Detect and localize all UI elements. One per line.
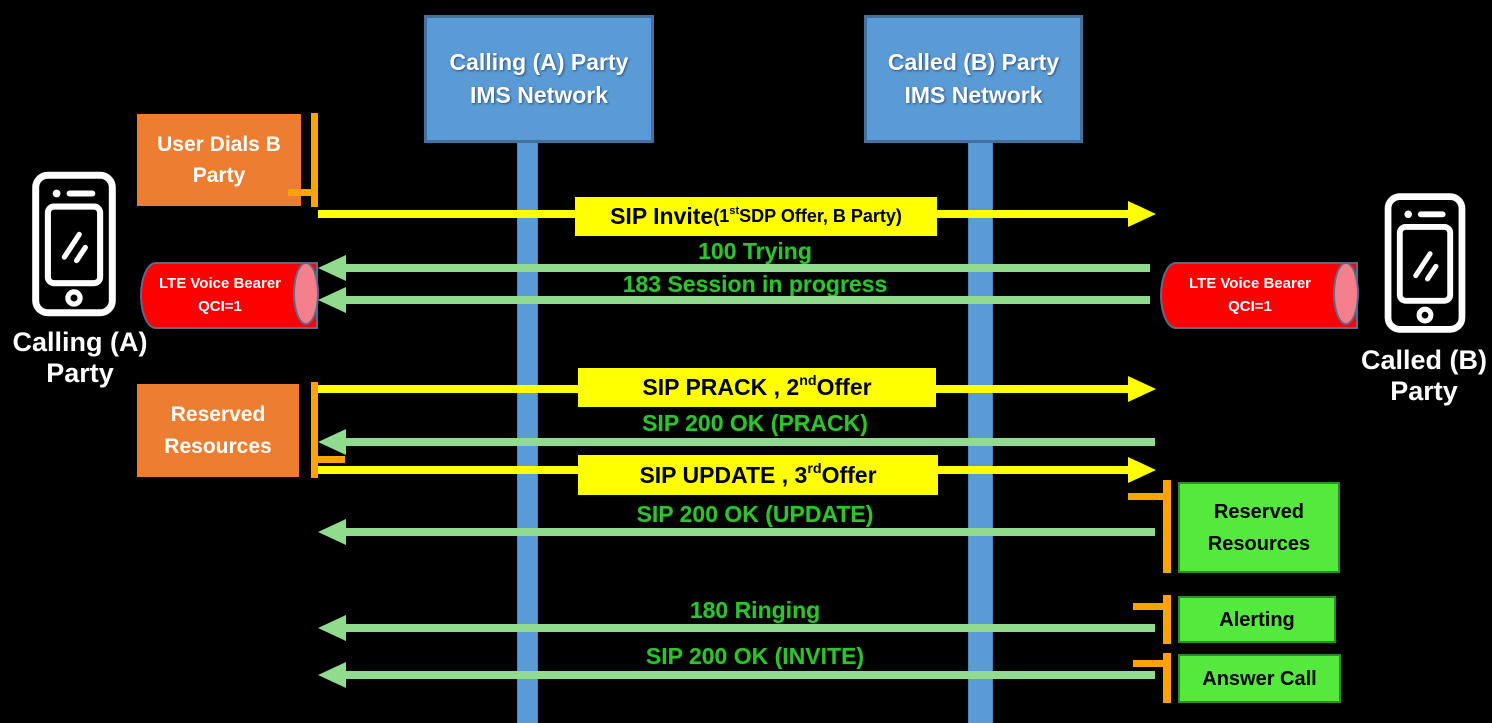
called-ims-network-box: Called (B) Party IMS Network [864, 15, 1083, 143]
trying-arrow [346, 264, 1150, 272]
calling-party-label-line2: Party [46, 358, 114, 389]
calling-party-label-line1: Calling (A) [12, 327, 148, 357]
sip-invite-superscript: st [729, 205, 740, 218]
reserved-resources-right-box: Reserved Resources [1178, 482, 1340, 573]
bracket-answer-call [1163, 653, 1171, 703]
alerting-box: Alerting [1178, 596, 1336, 643]
ok-invite-arrow [346, 671, 1155, 679]
called-ims-line1: Called (B) Party [887, 48, 1060, 75]
sip-prack-text-post: Offer [816, 374, 872, 400]
reserved-resources-left-box: Reserved Resources [137, 384, 299, 477]
sip-update-arrowhead-icon [1128, 457, 1156, 483]
bracket-reserved-left [311, 382, 318, 478]
answer-call-box: Answer Call [1178, 654, 1341, 703]
bracket-reserved-right-tick [1128, 493, 1163, 500]
sip-update-superscript: rd [807, 460, 822, 477]
session-progress-label: 183 Session in progress [622, 271, 888, 297]
calling-smartphone-icon [32, 171, 116, 317]
bracket-reserved-left-tick [318, 456, 345, 463]
ok-invite-label: SIP 200 OK (INVITE) [645, 643, 865, 669]
ringing-arrow [346, 624, 1155, 632]
ringing-arrowhead-icon [318, 615, 346, 641]
sip-prack-text-pre: SIP PRACK , 2 [642, 374, 800, 400]
lte-voice-bearer-right: LTE Voice Bearer QCI=1 [1160, 262, 1359, 329]
ok-update-label: SIP 200 OK (UPDATE) [636, 501, 874, 527]
user-dials-line1: User Dials B [157, 132, 281, 156]
ok-prack-arrow [346, 438, 1155, 446]
reserved-right-line2: Resources [1207, 532, 1311, 555]
sip-prack-superscript: nd [799, 373, 817, 390]
ok-update-arrow [346, 528, 1155, 536]
trying-label: 100 Trying [698, 238, 812, 264]
bearer-left-line2: QCI=1 [198, 297, 242, 315]
bearer-right-line1: LTE Voice Bearer [1189, 275, 1311, 292]
user-dials-line2: Party [192, 164, 246, 187]
bracket-user-dials [311, 113, 318, 207]
sip-invite-detail-post: SDP Offer, B Party) [739, 206, 902, 226]
session-progress-arrow [346, 296, 1150, 304]
bracket-reserved-right [1163, 480, 1171, 573]
ok-invite-arrowhead-icon [318, 662, 346, 688]
calling-ims-network-box: Calling (A) Party IMS Network [424, 15, 654, 143]
called-party-label-line2: Party [1390, 376, 1458, 407]
sip-invite-detail-pre: (1 [713, 206, 730, 226]
session-progress-arrowhead-icon [318, 287, 346, 313]
sip-update-text-post: Offer [821, 461, 877, 488]
calling-party-label: Calling (A) Party [0, 327, 165, 389]
sip-invite-main-text: SIP Invite [610, 203, 714, 229]
reserved-left-line2: Resources [164, 434, 272, 458]
trying-arrowhead-icon [318, 255, 346, 281]
called-ims-line2: IMS Network [904, 82, 1043, 108]
bearer-right-line2: QCI=1 [1228, 297, 1272, 315]
calling-ims-line2: IMS Network [469, 82, 609, 108]
sip-invite-arrowhead-icon [1128, 201, 1156, 227]
called-party-label: Called (B) Party [1349, 345, 1492, 407]
bracket-alerting-tick [1133, 603, 1163, 610]
bracket-answer-call-tick [1133, 660, 1163, 667]
lifeline-calling-ims [517, 142, 538, 723]
lte-voice-bearer-left: LTE Voice Bearer QCI=1 [140, 262, 319, 329]
sip-prack-arrowhead-icon [1128, 376, 1156, 402]
bearer-left-line1: LTE Voice Bearer [159, 275, 281, 292]
user-dials-b-party-box: User Dials B Party [137, 114, 301, 206]
cylinder-cap [293, 262, 319, 325]
bracket-alerting [1163, 595, 1171, 644]
called-party-label-line1: Called (B) [1360, 345, 1487, 375]
cylinder-cap [1333, 262, 1359, 325]
ok-prack-arrowhead-icon [318, 429, 346, 455]
bracket-user-dials-tick [288, 189, 313, 196]
ok-update-arrowhead-icon [318, 519, 346, 545]
calling-ims-line1: Calling (A) Party [449, 48, 629, 75]
ok-prack-label: SIP 200 OK (PRACK) [642, 410, 868, 436]
sip-update-text-pre: SIP UPDATE , 3 [639, 461, 808, 488]
called-smartphone-icon [1384, 193, 1466, 333]
reserved-right-line1: Reserved [1213, 500, 1305, 523]
ringing-label: 180 Ringing [689, 597, 821, 623]
reserved-left-line1: Reserved [170, 403, 266, 426]
